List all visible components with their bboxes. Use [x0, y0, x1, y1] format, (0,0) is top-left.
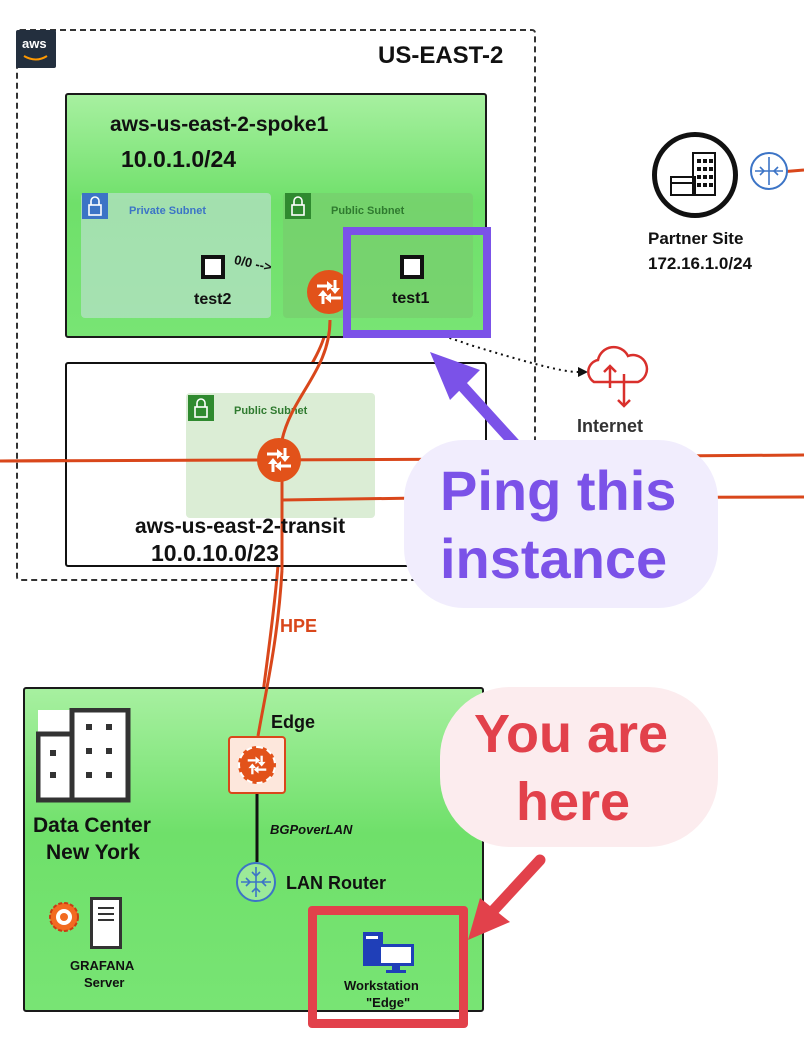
edge-router-icon[interactable]: [228, 736, 286, 794]
workstation-highlight-box: [308, 906, 468, 1028]
partner-site-cidr: 172.16.1.0/24: [648, 254, 752, 273]
workstation-label-line1: Workstation: [344, 978, 419, 993]
test1-label: test1: [392, 290, 430, 307]
lock-icon: [188, 395, 214, 421]
private-subnet: [81, 193, 271, 318]
transit-vpc-cidr: 10.0.10.0/23: [151, 540, 279, 566]
aws-logo: aws: [16, 30, 56, 68]
ping-callout: Ping this instance: [404, 440, 718, 608]
cloud-icon: [578, 336, 654, 412]
edge-label: Edge: [271, 712, 316, 732]
workstation-label-line2: "Edge": [366, 995, 411, 1010]
server-icon: [90, 897, 122, 949]
lan-router-label: LAN Router: [286, 873, 386, 893]
grafana-icon: [44, 897, 84, 937]
lock-icon: [285, 193, 311, 219]
lock-icon: [82, 193, 108, 219]
spoke-vpc-cidr: 10.0.1.0/24: [121, 146, 237, 172]
bgp-label: BGPoverLAN: [270, 822, 353, 837]
here-callout: You are here: [440, 687, 718, 847]
datacenter-name-line1: Data Center: [33, 814, 151, 837]
test1-instance-icon[interactable]: [400, 255, 424, 279]
building-icon: [652, 132, 738, 218]
spoke-vpc-name: aws-us-east-2-spoke1: [110, 113, 329, 136]
datacenter-name-line2: New York: [46, 841, 140, 864]
transit-gateway-router-icon[interactable]: [257, 438, 301, 482]
grafana-label-line1: GRAFANA: [70, 958, 135, 973]
ping-callout-line2: instance: [440, 527, 668, 590]
hpe-label: HPE: [280, 616, 318, 636]
public-subnet-label: Public Subnet: [331, 205, 405, 217]
partner-site-name: Partner Site: [648, 229, 744, 248]
partner-router-icon: [750, 152, 788, 190]
transit-vpc-name: aws-us-east-2-transit: [135, 515, 346, 538]
test2-instance-icon[interactable]: [201, 255, 225, 279]
region-label: US-EAST-2: [378, 42, 504, 69]
lan-router-icon[interactable]: [236, 862, 276, 902]
here-callout-line1: You are: [474, 704, 669, 764]
test1-highlight-box: [343, 227, 491, 338]
datacenter-building-icon: [35, 707, 132, 803]
grafana-label-line2: Server: [84, 975, 125, 990]
internet-label: Internet: [577, 416, 644, 436]
here-callout-line2: here: [516, 772, 631, 832]
workstation-icon[interactable]: [360, 930, 418, 974]
test2-label: test2: [194, 291, 232, 308]
ping-callout-line1: Ping this: [440, 459, 677, 522]
private-subnet-label: Private Subnet: [129, 205, 207, 217]
